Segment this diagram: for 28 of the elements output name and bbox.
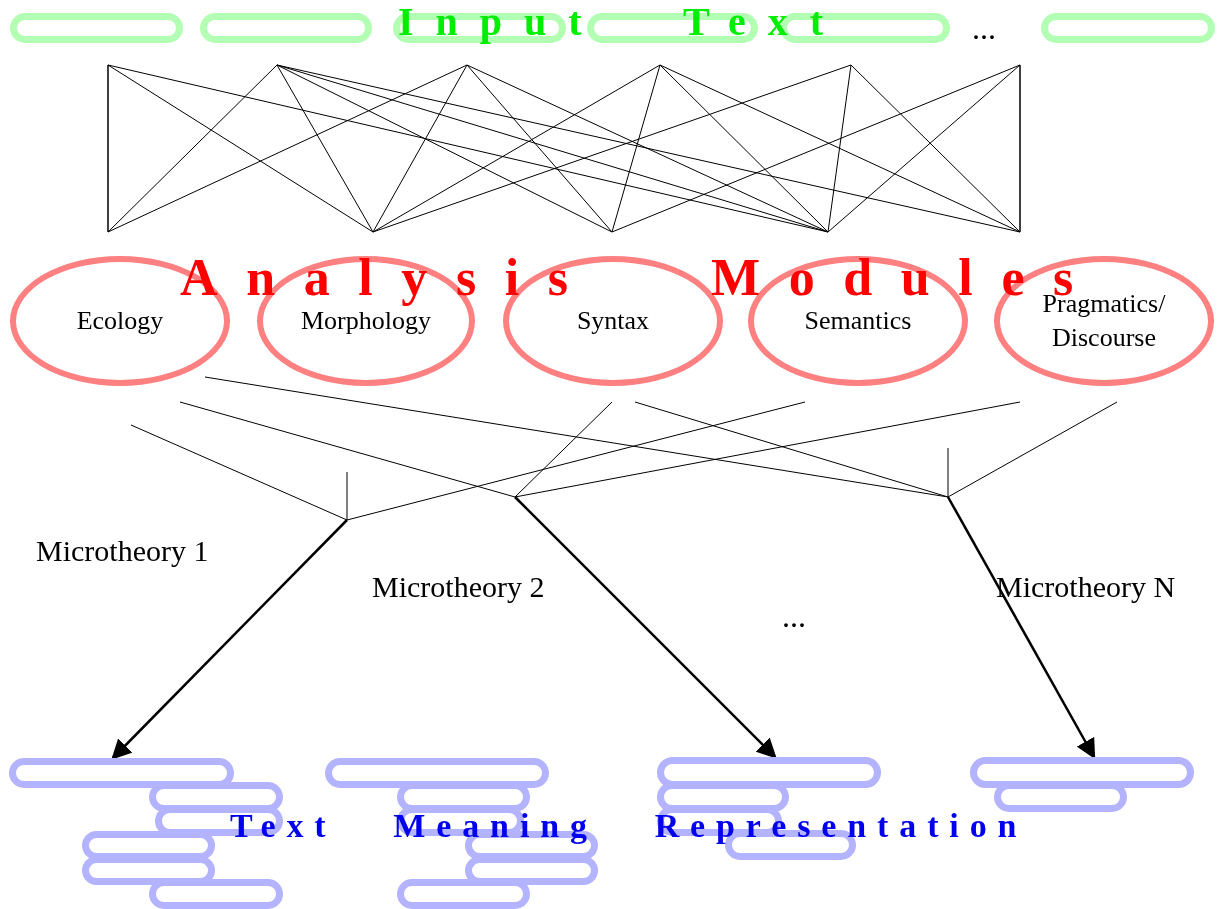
heading-text: Input Text: [398, 0, 845, 46]
module-label: Ecology: [75, 305, 165, 337]
representation-bar: [82, 856, 215, 885]
representation-bar: [397, 879, 530, 909]
module-label: Syntax: [575, 305, 651, 337]
arrow: [946, 496, 1096, 760]
input-text-bar: [200, 13, 372, 43]
input-text-bar: [1041, 13, 1215, 43]
ellipsis-text: ...: [972, 9, 996, 48]
representation-bar: [82, 831, 215, 860]
heading-text: Microtheory 1: [36, 533, 209, 569]
heading-text: Microtheory 2: [372, 569, 545, 605]
representation-bar: [149, 782, 283, 812]
heading-text: Microtheory N: [996, 569, 1176, 605]
representation-bar: [9, 758, 234, 788]
representation-bar: [657, 757, 881, 788]
representation-bar: [465, 856, 598, 885]
module-label: Semantics: [803, 305, 913, 337]
arrow: [111, 519, 348, 760]
representation-bar: [325, 758, 549, 788]
ellipsis-text: ...: [782, 597, 806, 636]
representation-bar: [657, 782, 789, 812]
representation-bar: [970, 757, 1194, 788]
heading-text: Text Meaning Representation: [230, 806, 1028, 846]
input-text-bar: [10, 13, 183, 43]
arrow: [514, 496, 777, 759]
representation-bar: [149, 879, 283, 909]
module-label: Morphology: [300, 306, 432, 337]
